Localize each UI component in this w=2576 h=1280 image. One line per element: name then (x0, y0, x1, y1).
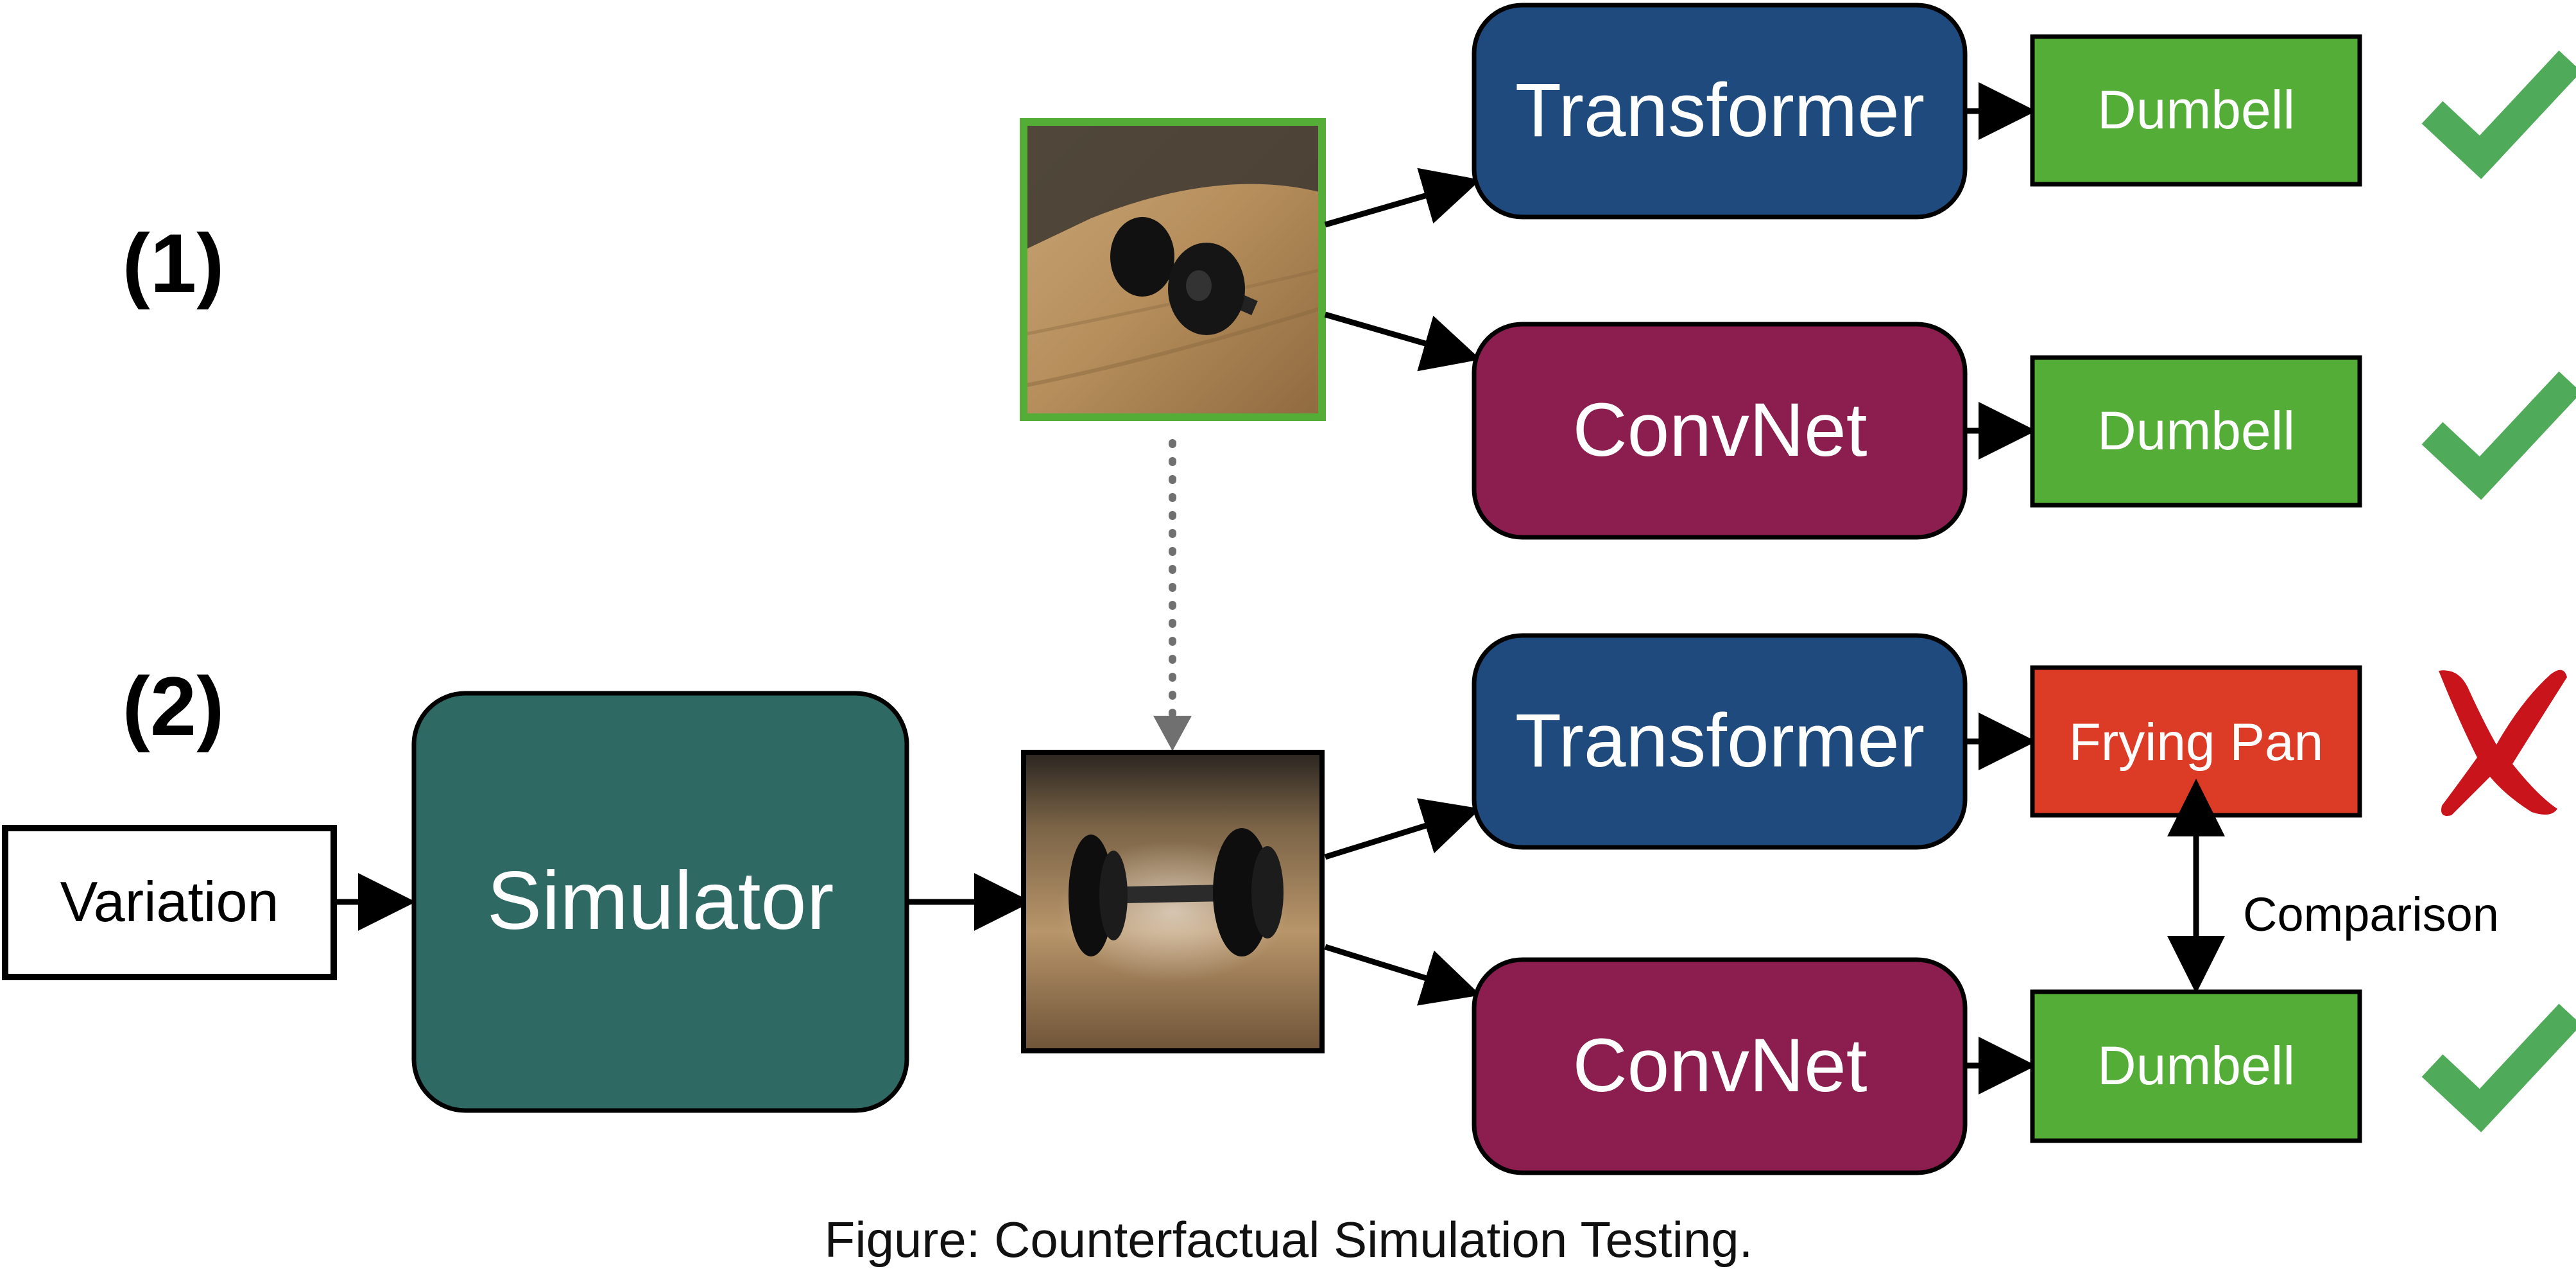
row1-convnet-label: ConvNet (1572, 388, 1867, 472)
row1-transformer-box: Transformer (1472, 3, 1968, 220)
row1-convnet-prediction-label: Dumbell (2097, 401, 2295, 461)
row2-transformer-box: Transformer (1472, 633, 1968, 850)
variation-box: Variation (2, 825, 337, 980)
arrow-img1-transformer (1324, 168, 1481, 228)
row1-transformer-prediction: Dumbell (2030, 34, 2362, 187)
variation-label: Variation (60, 870, 279, 933)
row1-transformer-prediction-label: Dumbell (2097, 80, 2295, 140)
dotted-connector-head (1153, 716, 1192, 751)
row2-convnet-box: ConvNet (1472, 957, 1968, 1175)
check-icon (2421, 1003, 2576, 1132)
row2-convnet-prediction: Dumbell (2030, 989, 2362, 1143)
row2-transformer-prediction: Frying Pan (2030, 665, 2362, 818)
counterfactual-dumbbell-image (1021, 750, 1325, 1053)
row1-transformer-label: Transformer (1515, 68, 1925, 153)
cross-icon (2439, 670, 2567, 816)
row2-convnet-label: ConvNet (1572, 1023, 1867, 1108)
arrow-img1-convnet (1324, 311, 1481, 372)
arrow-img2-convnet (1324, 944, 1481, 1006)
row1-convnet-box: ConvNet (1472, 322, 1968, 540)
original-dumbbell-image (1020, 118, 1326, 421)
check-icon (2421, 50, 2576, 179)
row-label-1: (1) (123, 216, 225, 310)
comparison-label: Comparison (2243, 888, 2499, 941)
figure-caption: Figure: Counterfactual Simulation Testin… (825, 1211, 1753, 1268)
arrow-img2-transformer (1324, 798, 1481, 860)
row2-transformer-prediction-label: Frying Pan (2069, 713, 2324, 772)
row2-convnet-prediction-label: Dumbell (2097, 1035, 2295, 1096)
check-icon (2421, 371, 2576, 500)
simulator-box: Simulator (411, 691, 909, 1113)
row1-convnet-prediction: Dumbell (2030, 355, 2362, 508)
row-label-2: (2) (123, 659, 225, 753)
simulator-label: Simulator (487, 855, 834, 947)
row2-transformer-label: Transformer (1515, 698, 1925, 783)
